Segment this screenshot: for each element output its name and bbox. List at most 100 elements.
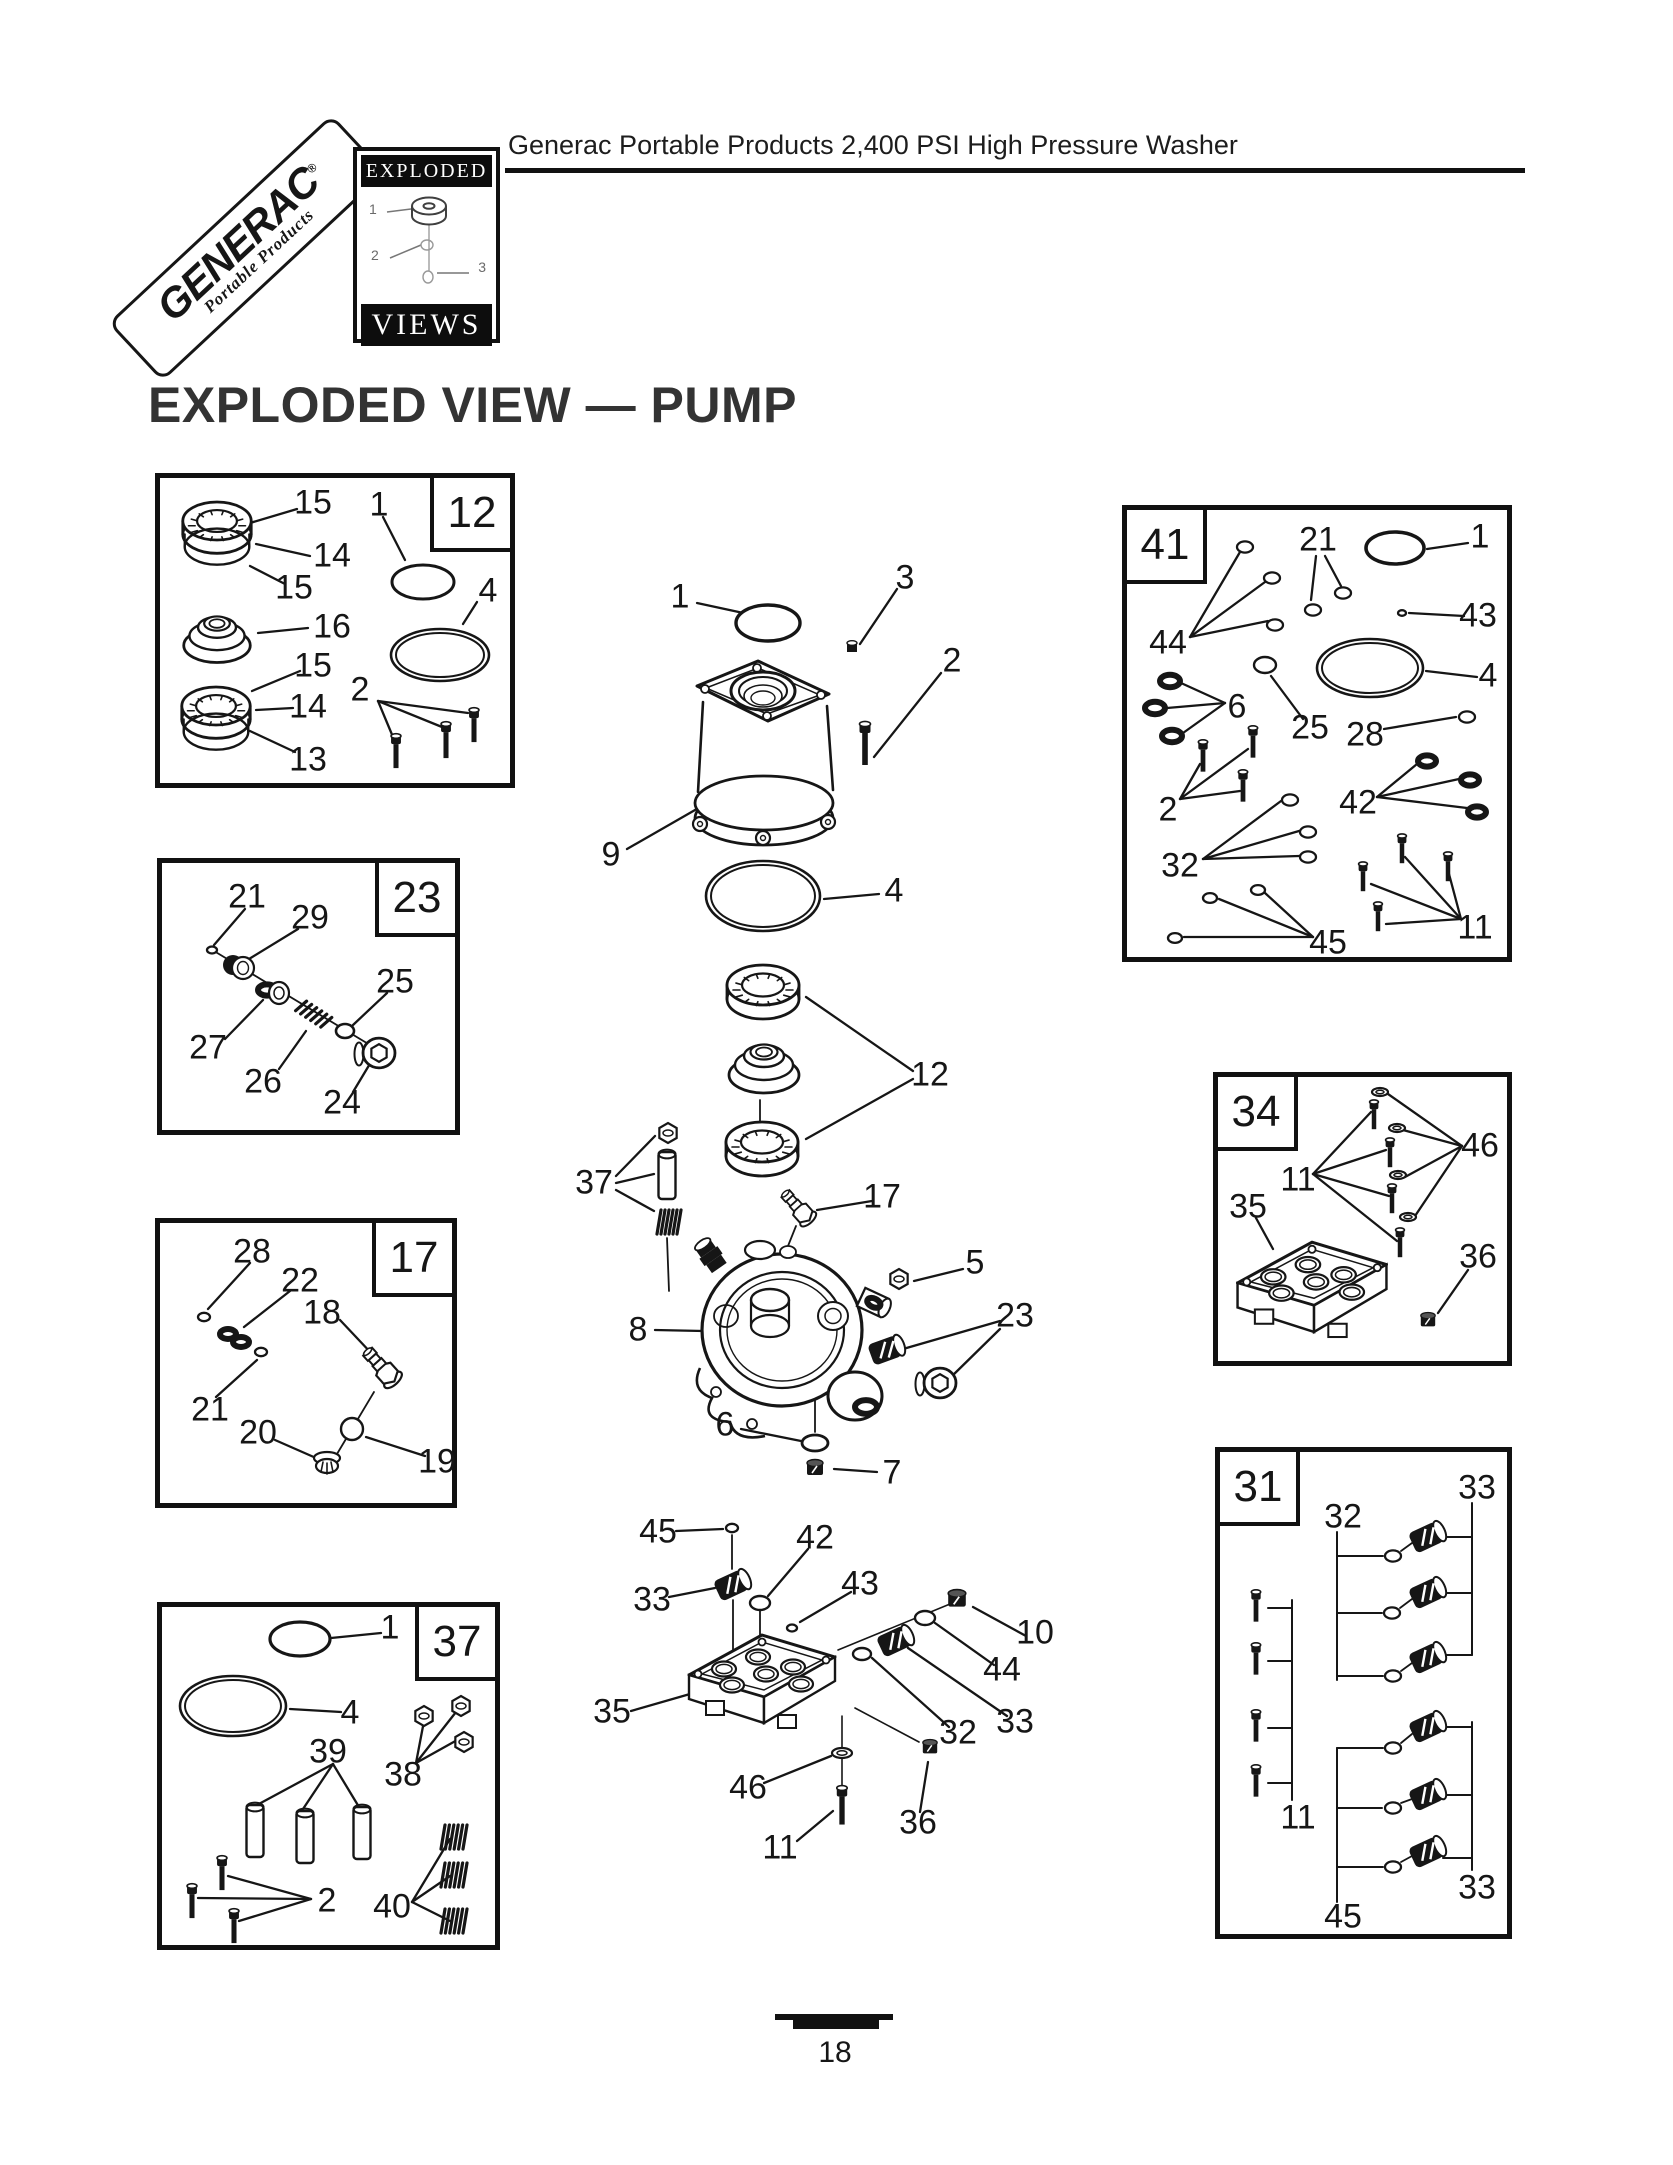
part-callout: 1	[369, 485, 389, 524]
part-callout: 35	[1229, 1187, 1267, 1226]
part-callout: 29	[291, 898, 329, 937]
part-callout: 38	[384, 1755, 422, 1794]
part-callout: 2	[1158, 790, 1178, 829]
part-callout: 6	[715, 1405, 735, 1444]
part-callout: 37	[575, 1163, 613, 1202]
part-callout: 36	[899, 1803, 937, 1842]
part-callout: 8	[628, 1310, 648, 1349]
panel-box-41: 41	[1122, 505, 1512, 962]
part-callout: 4	[1478, 656, 1498, 695]
part-callout: 21	[191, 1390, 229, 1429]
part-callout: 18	[303, 1293, 341, 1332]
part-callout: 25	[1291, 708, 1329, 747]
part-callout: 14	[289, 687, 327, 726]
panel-label-37: 37	[415, 1607, 495, 1681]
part-callout: 4	[884, 871, 904, 910]
badge-mini-drawing	[386, 196, 469, 284]
part-callout: 36	[1459, 1237, 1497, 1276]
page-title: EXPLODED VIEW — PUMP	[148, 377, 797, 433]
panel-label-text: 34	[1231, 1087, 1281, 1136]
badge-views-label: VIEWS	[361, 304, 492, 346]
part-callout: 45	[1309, 923, 1347, 962]
part-callout: 35	[593, 1692, 631, 1731]
part-callout: 6	[1227, 687, 1247, 726]
part-callout: 32	[939, 1713, 977, 1752]
part-callout: 23	[996, 1296, 1034, 1335]
exploded-views-badge: EXPLODED	[353, 147, 500, 346]
part-callout: 11	[762, 1828, 798, 1867]
part-callout: 5	[965, 1243, 985, 1282]
part-callout: 32	[1324, 1497, 1362, 1536]
badge-callout: 2	[371, 247, 379, 263]
part-callout: 46	[729, 1768, 767, 1807]
part-callout: 42	[796, 1518, 834, 1557]
part-callout: 19	[418, 1442, 456, 1481]
part-callout: 7	[882, 1453, 902, 1492]
panel-label-text: 12	[447, 488, 497, 537]
part-callout: 28	[233, 1232, 271, 1271]
panel-label-text: 37	[432, 1617, 482, 1666]
footer-bar	[793, 2020, 879, 2029]
panel-label-17: 17	[372, 1223, 452, 1297]
part-callout: 20	[239, 1413, 277, 1452]
part-callout: 33	[1458, 1868, 1496, 1907]
part-callout: 4	[340, 1693, 360, 1732]
part-callout: 40	[373, 1887, 411, 1926]
part-callout: 27	[189, 1028, 227, 1067]
part-callout: 43	[841, 1564, 879, 1603]
panel-label-text: 17	[389, 1233, 439, 1282]
part-callout: 44	[983, 1650, 1021, 1689]
part-callout: 11	[1457, 908, 1493, 947]
panel-label-23: 23	[375, 863, 455, 937]
part-callout: 44	[1149, 623, 1187, 662]
part-callout: 32	[1161, 846, 1199, 885]
part-callout: 11	[1280, 1798, 1316, 1837]
part-callout: 12	[911, 1055, 949, 1094]
panel-label-text: 31	[1233, 1462, 1283, 1511]
part-callout: 26	[244, 1062, 282, 1101]
header-rule	[505, 168, 1525, 173]
part-callout: 2	[317, 1881, 337, 1920]
panel-box-23: 23	[157, 858, 460, 1135]
part-callout: 25	[376, 962, 414, 1001]
badge-exploded-label: EXPLODED	[361, 155, 492, 187]
part-callout: 22	[281, 1261, 319, 1300]
part-callout: 2	[942, 641, 962, 680]
part-callout: 43	[1459, 596, 1497, 635]
part-callout: 33	[996, 1702, 1034, 1741]
part-callout: 1	[1470, 517, 1490, 556]
part-callout: 46	[1461, 1126, 1499, 1165]
part-callout: 39	[309, 1732, 347, 1771]
part-callout: 3	[895, 558, 915, 597]
part-callout: 33	[1458, 1468, 1496, 1507]
part-callout: 17	[863, 1177, 901, 1216]
part-callout: 24	[323, 1083, 361, 1122]
part-callout: 45	[639, 1512, 677, 1551]
part-callout: 9	[601, 835, 621, 874]
part-callout: 45	[1324, 1897, 1362, 1936]
panel-label-41: 41	[1127, 510, 1207, 584]
part-callout: 10	[1016, 1613, 1054, 1652]
part-callout: 42	[1339, 783, 1377, 822]
panel-label-31: 31	[1220, 1452, 1300, 1526]
part-callout: 28	[1346, 715, 1384, 754]
badge-callout: 1	[369, 201, 377, 217]
panel-label-text: 41	[1140, 520, 1190, 569]
part-callout: 11	[1280, 1160, 1316, 1199]
part-callout: 16	[313, 607, 351, 646]
part-callout: 15	[294, 483, 332, 522]
part-callout: 15	[275, 568, 313, 607]
part-callout: 15	[294, 646, 332, 685]
panel-label-text: 23	[392, 873, 442, 922]
part-callout: 21	[1299, 520, 1337, 559]
panel-box-37: 37	[157, 1602, 500, 1950]
page-number: 18	[818, 2036, 852, 2069]
panel-box-17: 17	[155, 1218, 457, 1508]
part-callout: 2	[350, 670, 370, 709]
footer-bar	[775, 2014, 893, 2020]
header-product-title: Generac Portable Products 2,400 PSI High…	[508, 130, 1238, 160]
part-callout: 1	[380, 1608, 400, 1647]
